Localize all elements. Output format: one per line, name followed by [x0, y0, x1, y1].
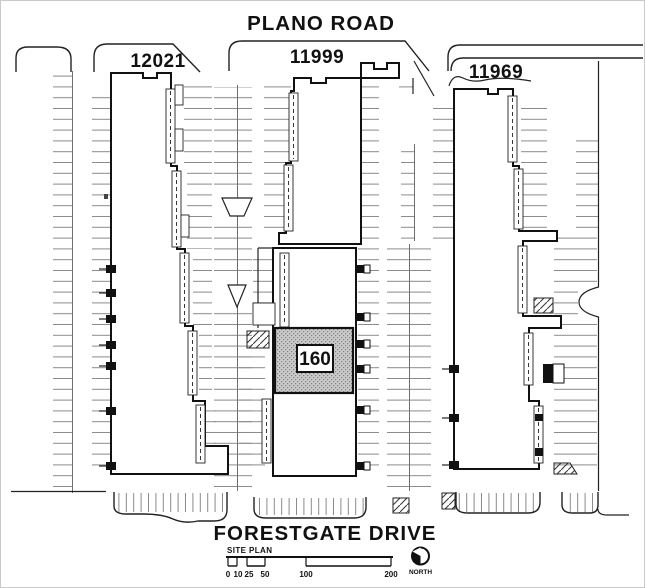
- scale-tick-label: 0: [226, 570, 231, 579]
- storefront-strips: [261, 92, 299, 464]
- scale-tick-label: 200: [384, 570, 398, 579]
- sidewalk-edge: [448, 76, 532, 87]
- parking-row: [53, 75, 72, 491]
- parking-row: [358, 246, 379, 468]
- parking-row: [521, 99, 547, 229]
- parking-row: [206, 405, 216, 445]
- parking-row: [554, 233, 597, 285]
- building-11999: 160 11999: [246, 47, 435, 477]
- traffic-arrows: [221, 197, 253, 309]
- drive-arrow-icon: [221, 197, 253, 217]
- hatched-area: [553, 462, 578, 475]
- dock-door: [552, 363, 565, 384]
- scale-bar-title: SITE PLAN: [227, 546, 272, 555]
- parking-row: [361, 81, 379, 239]
- building-label-11969: 11969: [469, 62, 523, 83]
- parking-row: [554, 321, 597, 467]
- dock-doors: [355, 264, 371, 471]
- entry-vestibule: [252, 302, 276, 326]
- top-curbs: [15, 40, 643, 73]
- suite-160: 160: [273, 326, 355, 395]
- parking-rows: [53, 61, 600, 493]
- parking-row: [184, 83, 212, 165]
- parking-row: [564, 493, 597, 512]
- street-label-plano-road: PLANO ROAD: [247, 12, 395, 35]
- parking-row: [554, 287, 578, 319]
- hatched-area: [392, 497, 410, 514]
- hatched-area: [441, 492, 456, 510]
- hatched-area: [533, 297, 554, 314]
- parking-row: [576, 136, 598, 229]
- scale-tick-label: 100: [299, 570, 313, 579]
- parking-row: [433, 101, 453, 239]
- scale-tick-label: 50: [261, 570, 270, 579]
- parapet: [360, 62, 400, 79]
- street-label-forestgate-drive: FORESTGATE DRIVE: [214, 522, 437, 545]
- north-arrow: NORTH: [409, 546, 432, 576]
- scale-tick-label: 25: [245, 570, 254, 579]
- parking-row: [116, 493, 227, 512]
- building-label-11999: 11999: [290, 47, 344, 68]
- parking-row: [239, 351, 265, 471]
- parking-row: [92, 89, 111, 469]
- parking-row: [458, 493, 538, 512]
- parking-row: [187, 171, 212, 249]
- parking-row: [214, 219, 252, 279]
- suite-160-label: 160: [299, 349, 331, 370]
- scale-bar: SITE PLAN 0 10 25 50 100 200: [226, 546, 398, 579]
- drive-arrow-icon: [227, 284, 247, 309]
- suite-160-label-box: [296, 344, 334, 373]
- scale-tick-label: 10: [234, 570, 243, 579]
- dock-doors: [99, 194, 116, 470]
- hatched-area: [246, 330, 270, 349]
- parking-row: [257, 498, 366, 515]
- parking-row: [399, 77, 413, 94]
- east-drive-curb: [578, 61, 600, 491]
- parking-row: [193, 255, 212, 327]
- parking-row: [401, 146, 415, 239]
- dock-doors: [442, 365, 459, 469]
- parking-row: [199, 333, 212, 399]
- dock-door: [543, 364, 553, 383]
- storefront-strips: [165, 84, 206, 464]
- building-12021: 12021: [99, 51, 229, 475]
- building-label-12021: 12021: [130, 51, 185, 72]
- parking-row: [214, 87, 252, 193]
- bottom-islands: [11, 490, 629, 523]
- building-11969: 11969: [442, 62, 578, 475]
- north-label: NORTH: [409, 569, 432, 576]
